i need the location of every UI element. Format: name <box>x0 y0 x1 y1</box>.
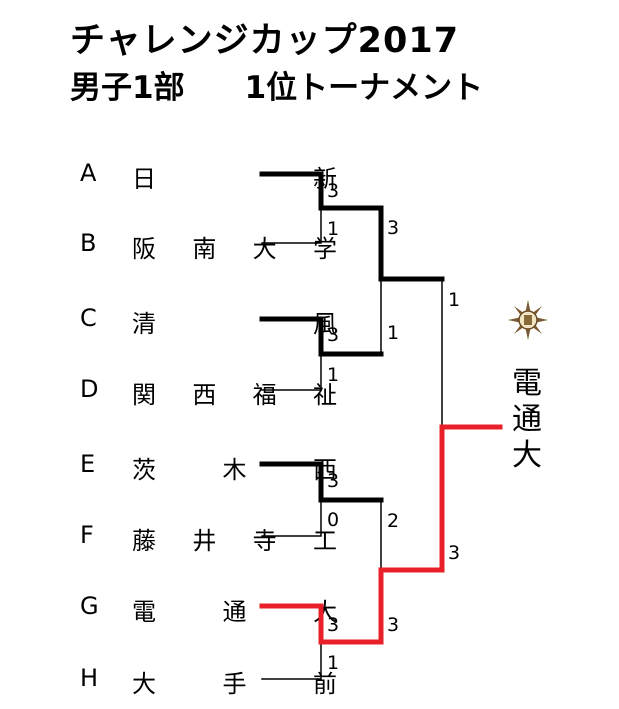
name-char: 前 <box>313 670 337 698</box>
name-char: 清 <box>132 310 156 338</box>
line-d <box>261 353 322 391</box>
line-e-winner <box>259 461 384 503</box>
name-char: 工 <box>312 527 337 555</box>
team-name: 関西福祉 <box>132 375 337 410</box>
name-char: 西 <box>313 456 337 484</box>
team-letter: A <box>80 159 97 187</box>
name-char: 大 <box>252 235 277 263</box>
champion-char: 通 <box>512 402 542 437</box>
name-char: 電 <box>132 598 156 626</box>
line-c-winner <box>259 316 384 357</box>
team-letter: D <box>80 375 99 403</box>
champion-badge-icon <box>508 300 548 340</box>
name-char: 手 <box>222 670 247 698</box>
score-d: 1 <box>327 364 340 386</box>
title-line-1: チャレンジカップ2017 <box>70 21 460 61</box>
score-a: 3 <box>327 180 340 202</box>
name-char: 寺 <box>252 527 277 555</box>
score-c: 3 <box>327 324 340 346</box>
line-f <box>261 499 322 537</box>
tournament-label: 1位トーナメント <box>244 70 484 106</box>
score-g: 3 <box>327 614 340 636</box>
name-char: 木 <box>222 456 247 484</box>
team-letter: H <box>80 664 99 692</box>
score-h: 1 <box>327 652 340 674</box>
line-b <box>261 207 322 244</box>
division-label: 男子1部 <box>70 70 185 106</box>
score-sf-top-cd: 1 <box>387 322 400 344</box>
line-h <box>261 641 322 680</box>
team-name: 電通大 <box>132 592 337 627</box>
team-name: 清風 <box>132 304 337 339</box>
line-a-winner <box>259 171 384 211</box>
name-char: 祉 <box>312 381 337 409</box>
name-char: 阪 <box>132 235 156 263</box>
line-champion-path <box>259 424 503 645</box>
team-letter: F <box>80 521 94 549</box>
name-char: 大 <box>313 598 337 626</box>
name-char: 南 <box>192 235 217 263</box>
name-char: 福 <box>252 381 277 409</box>
name-char: 西 <box>192 381 217 409</box>
score-sf-bot-gh: 3 <box>387 614 400 636</box>
team-name: 藤井寺工 <box>132 521 337 556</box>
team-letter: B <box>80 229 97 257</box>
name-char: 学 <box>312 235 337 263</box>
score-sf-top-ab: 3 <box>387 217 400 239</box>
team-name: 日新 <box>132 159 337 194</box>
name-char: 通 <box>222 598 247 626</box>
team-letter: C <box>80 304 97 332</box>
title-line-2: 男子1部 1位トーナメント <box>70 62 483 107</box>
champion-name: 電 通 大 <box>510 366 544 474</box>
score-e: 3 <box>327 470 340 492</box>
champion-char: 電 <box>512 366 542 401</box>
score-sf-bot-ef: 2 <box>387 510 400 532</box>
name-char: 風 <box>313 310 337 338</box>
name-char: 茨 <box>132 456 156 484</box>
team-letter: G <box>80 592 99 620</box>
score-final-top: 1 <box>448 289 461 311</box>
team-letter: E <box>80 450 96 478</box>
name-char: 大 <box>132 670 156 698</box>
team-name: 大手前 <box>132 664 337 699</box>
name-char: 日 <box>132 165 156 193</box>
team-name: 阪南大学 <box>132 229 337 264</box>
team-name: 茨木西 <box>132 450 337 485</box>
score-b: 1 <box>327 218 340 240</box>
score-final-bot: 3 <box>448 542 461 564</box>
name-char: 新 <box>313 165 337 193</box>
name-char: 藤 <box>132 527 156 555</box>
champion-char: 大 <box>512 438 542 473</box>
name-char: 井 <box>192 527 217 555</box>
name-char: 関 <box>132 381 156 409</box>
score-f: 0 <box>327 509 340 531</box>
